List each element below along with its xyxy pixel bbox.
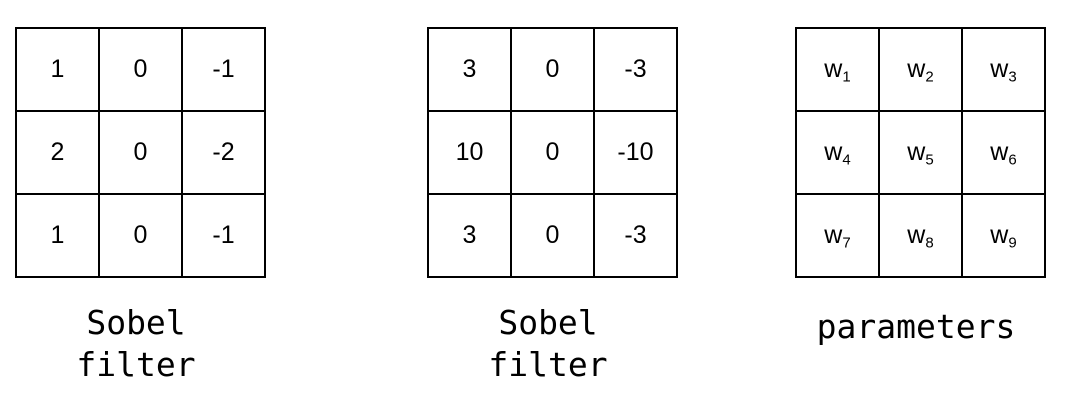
matrix-cell: 0 <box>510 27 595 112</box>
weight-symbol: w <box>990 221 1009 249</box>
weight-subscript: 4 <box>842 151 851 169</box>
matrix-row: w4 w5 w6 <box>795 110 1046 195</box>
parameters-matrix: w1 w2 w3 w4 w5 w6 w7 w8 w9 <box>795 27 1046 278</box>
weight-subscript: 6 <box>1008 151 1017 169</box>
weight-subscript: 3 <box>1008 68 1017 86</box>
weight-symbol: w <box>824 55 843 83</box>
matrix-row: 2 0 -2 <box>15 110 266 195</box>
matrix-cell: 3 <box>427 193 512 278</box>
matrix-cell: 1 <box>15 193 100 278</box>
caption-line: parameters <box>816 307 1016 346</box>
weight-subscript: 7 <box>842 234 851 252</box>
sobel-filter-caption: Sobel filter <box>0 302 286 386</box>
matrix-row: 10 0 -10 <box>427 110 678 195</box>
caption-line: Sobel <box>498 303 598 342</box>
weight-symbol: w <box>824 221 843 249</box>
caption-line: filter <box>488 345 608 384</box>
weight-symbol: w <box>824 138 843 166</box>
matrix-cell: -3 <box>593 27 678 112</box>
matrix-row: 1 0 -1 <box>15 27 266 112</box>
weight-symbol: w <box>907 138 926 166</box>
weight-subscript: 2 <box>925 68 934 86</box>
matrix-cell: w4 <box>795 110 880 195</box>
matrix-cell: 1 <box>15 27 100 112</box>
matrix-cell: -2 <box>181 110 266 195</box>
second-filter-caption: Sobel filter <box>398 302 698 386</box>
matrix-row: 3 0 -3 <box>427 193 678 278</box>
weight-subscript: 9 <box>1008 234 1017 252</box>
scharr-filter-matrix: 3 0 -3 10 0 -10 3 0 -3 <box>427 27 678 278</box>
weight-symbol: w <box>907 221 926 249</box>
matrix-cell: 3 <box>427 27 512 112</box>
matrix-cell: -3 <box>593 193 678 278</box>
matrix-cell: 0 <box>510 193 595 278</box>
weight-symbol: w <box>907 55 926 83</box>
matrix-cell: -1 <box>181 193 266 278</box>
matrix-cell: w1 <box>795 27 880 112</box>
weight-symbol: w <box>990 55 1009 83</box>
matrix-cell: w9 <box>961 193 1046 278</box>
sobel-filter-matrix: 1 0 -1 2 0 -2 1 0 -1 <box>15 27 266 278</box>
parameters-caption: parameters <box>766 306 1066 348</box>
matrix-cell: w8 <box>878 193 963 278</box>
matrix-cell: w5 <box>878 110 963 195</box>
matrix-row: w1 w2 w3 <box>795 27 1046 112</box>
matrix-row: 3 0 -3 <box>427 27 678 112</box>
weight-subscript: 5 <box>925 151 934 169</box>
weight-symbol: w <box>990 138 1009 166</box>
weight-subscript: 8 <box>925 234 934 252</box>
caption-line: filter <box>76 345 196 384</box>
matrix-row: w7 w8 w9 <box>795 193 1046 278</box>
matrix-cell: w7 <box>795 193 880 278</box>
matrix-cell: w2 <box>878 27 963 112</box>
matrix-cell: 0 <box>98 27 183 112</box>
matrix-cell: 2 <box>15 110 100 195</box>
weight-subscript: 1 <box>842 68 851 86</box>
matrix-cell: -10 <box>593 110 678 195</box>
matrix-row: 1 0 -1 <box>15 193 266 278</box>
matrix-cell: w6 <box>961 110 1046 195</box>
matrix-cell: -1 <box>181 27 266 112</box>
caption-line: Sobel <box>86 303 186 342</box>
matrix-cell: 0 <box>510 110 595 195</box>
matrix-cell: w3 <box>961 27 1046 112</box>
matrix-cell: 0 <box>98 193 183 278</box>
matrix-cell: 0 <box>98 110 183 195</box>
matrix-cell: 10 <box>427 110 512 195</box>
